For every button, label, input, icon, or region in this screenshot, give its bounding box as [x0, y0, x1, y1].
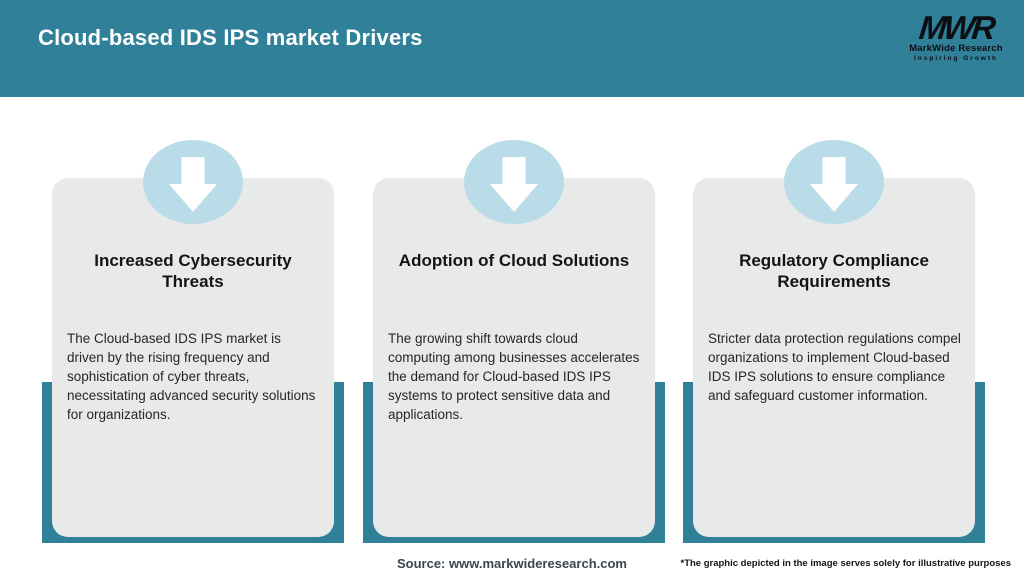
- card-panel: Regulatory Compliance Requirements Stric…: [693, 178, 975, 537]
- down-arrow-icon: [784, 140, 884, 224]
- logo-tagline: Inspiring Growth: [914, 55, 998, 62]
- logo-name: MarkWide Research: [909, 43, 1003, 54]
- card-panel: Adoption of Cloud Solutions The growing …: [373, 178, 655, 537]
- card-body: The growing shift towards cloud computin…: [388, 331, 640, 422]
- source-text: Source: www.markwideresearch.com: [396, 556, 627, 571]
- card-title: Increased Cybersecurity Threats: [94, 251, 292, 291]
- brand-logo: MWR MarkWide Research Inspiring Growth: [906, 9, 1006, 62]
- card-body: The Cloud-based IDS IPS market is driven…: [67, 331, 316, 422]
- header-bar: Cloud-based IDS IPS market Drivers MWR M…: [0, 0, 1024, 97]
- card-title: Adoption of Cloud Solutions: [398, 251, 630, 270]
- card-title: Regulatory Compliance Requirements: [739, 251, 929, 291]
- down-arrow-icon: [464, 140, 564, 224]
- driver-card-2: Adoption of Cloud Solutions The growing …: [363, 0, 665, 576]
- page-title: Cloud-based IDS IPS market Drivers: [38, 25, 423, 50]
- card-body: Stricter data protection regulations com…: [708, 331, 961, 403]
- card-panel: Increased Cybersecurity Threats The Clou…: [52, 178, 334, 537]
- disclaimer-text: *The graphic depicted in the image serve…: [680, 558, 1012, 569]
- down-arrow-icon: [143, 140, 243, 224]
- driver-card-3: Regulatory Compliance Requirements Stric…: [683, 0, 985, 576]
- driver-card-1: Increased Cybersecurity Threats The Clou…: [42, 0, 344, 576]
